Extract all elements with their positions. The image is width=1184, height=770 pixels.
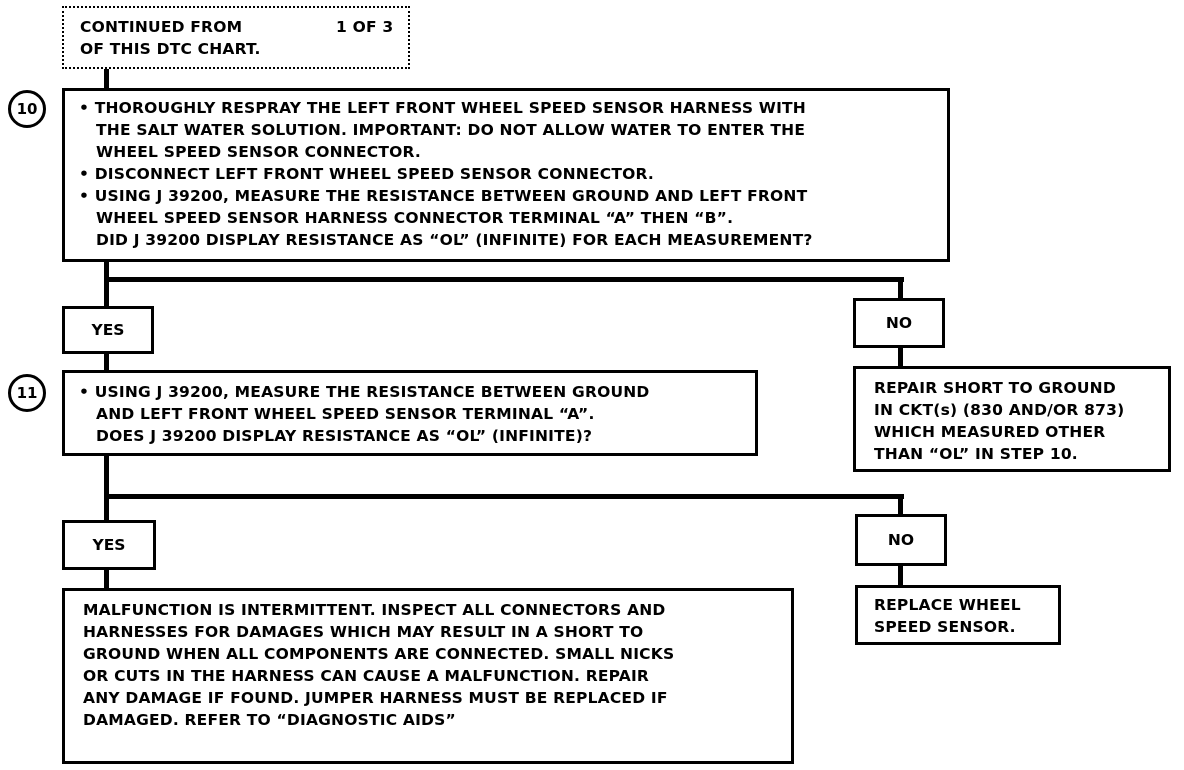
step11-no-result-line-2: SPEED SENSOR. [874, 618, 1016, 636]
step10-no-result-line-1: REPAIR SHORT TO GROUND [874, 379, 1116, 397]
step10-no-label: NO [885, 314, 913, 332]
step10-yes-label: YES [91, 321, 125, 339]
connector-step10-no-to-result [898, 346, 903, 368]
connector-step11-down [104, 454, 109, 520]
step10-line-6: WHEEL SPEED SENSOR HARNESS CONNECTOR TER… [96, 209, 734, 227]
step11-yes-label: YES [92, 536, 126, 554]
step11-line-2: AND LEFT FRONT WHEEL SPEED SENSOR TERMIN… [96, 405, 595, 423]
step10-box: • THOROUGHLY RESPRAY THE LEFT FRONT WHEE… [62, 88, 950, 262]
step11-yes-result-line-5: ANY DAMAGE IF FOUND. JUMPER HARNESS MUST… [83, 689, 668, 707]
step10-number-badge: 10 [8, 90, 46, 128]
step11-box: • USING J 39200, MEASURE THE RESISTANCE … [62, 370, 758, 456]
connector-step11-no-to-result [898, 564, 903, 586]
step11-yes-result-box: MALFUNCTION IS INTERMITTENT. INSPECT ALL… [62, 588, 794, 764]
step10-no-result-box: REPAIR SHORT TO GROUND IN CKT(s) (830 AN… [853, 366, 1171, 472]
continued-line-2: OF THIS DTC CHART. [80, 40, 261, 58]
step11-no-result-line-1: REPLACE WHEEL [874, 596, 1021, 614]
connector-step10-no-down [898, 277, 903, 299]
step11-line-1: • USING J 39200, MEASURE THE RESISTANCE … [79, 383, 650, 401]
step11-yes-result-line-6: DAMAGED. REFER TO “DIAGNOSTIC AIDS” [83, 711, 456, 729]
connector-step11-yes-to-result [104, 568, 109, 590]
step11-no-label: NO [887, 531, 915, 549]
step10-line-2: THE SALT WATER SOLUTION. IMPORTANT: DO N… [96, 121, 806, 139]
continued-page-ref: 1 OF 3 [336, 18, 394, 36]
step11-yes-result-line-3: GROUND WHEN ALL COMPONENTS ARE CONNECTED… [83, 645, 675, 663]
step11-yes-result-line-2: HARNESSES FOR DAMAGES WHICH MAY RESULT I… [83, 623, 644, 641]
step11-number-badge: 11 [8, 374, 46, 412]
connector-step10-yes-to-step11 [104, 352, 109, 372]
step10-yes-box: YES [62, 306, 154, 354]
connector-step10-branch [104, 277, 904, 282]
step10-line-5: • USING J 39200, MEASURE THE RESISTANCE … [79, 187, 808, 205]
step11-yes-result-line-1: MALFUNCTION IS INTERMITTENT. INSPECT ALL… [83, 601, 666, 619]
continued-line-1: CONTINUED FROM [80, 18, 243, 36]
step10-line-4: • DISCONNECT LEFT FRONT WHEEL SPEED SENS… [79, 165, 654, 183]
step11-no-box: NO [855, 514, 947, 566]
connector-step10-down [104, 260, 109, 310]
step11-number: 11 [16, 384, 38, 402]
step11-yes-result-line-4: OR CUTS IN THE HARNESS CAN CAUSE A MALFU… [83, 667, 650, 685]
step11-line-3: DOES J 39200 DISPLAY RESISTANCE AS “OL” … [96, 427, 593, 445]
step11-no-result-box: REPLACE WHEEL SPEED SENSOR. [855, 585, 1061, 645]
connector-step11-no-down [898, 494, 903, 514]
step10-line-3: WHEEL SPEED SENSOR CONNECTOR. [96, 143, 421, 161]
step10-no-box: NO [853, 298, 945, 348]
step11-yes-box: YES [62, 520, 156, 570]
step10-no-result-line-3: WHICH MEASURED OTHER [874, 423, 1106, 441]
continued-from-box: CONTINUED FROM OF THIS DTC CHART. 1 OF 3 [62, 6, 410, 69]
step10-line-1: • THOROUGHLY RESPRAY THE LEFT FRONT WHEE… [79, 99, 806, 117]
step10-no-result-line-2: IN CKT(s) (830 AND/OR 873) [874, 401, 1125, 419]
step10-number: 10 [16, 100, 38, 118]
step10-no-result-line-4: THAN “OL” IN STEP 10. [874, 445, 1078, 463]
connector-step11-branch [104, 494, 904, 499]
step10-line-7: DID J 39200 DISPLAY RESISTANCE AS “OL” (… [96, 231, 813, 249]
connector-continued-to-step10 [104, 68, 109, 92]
